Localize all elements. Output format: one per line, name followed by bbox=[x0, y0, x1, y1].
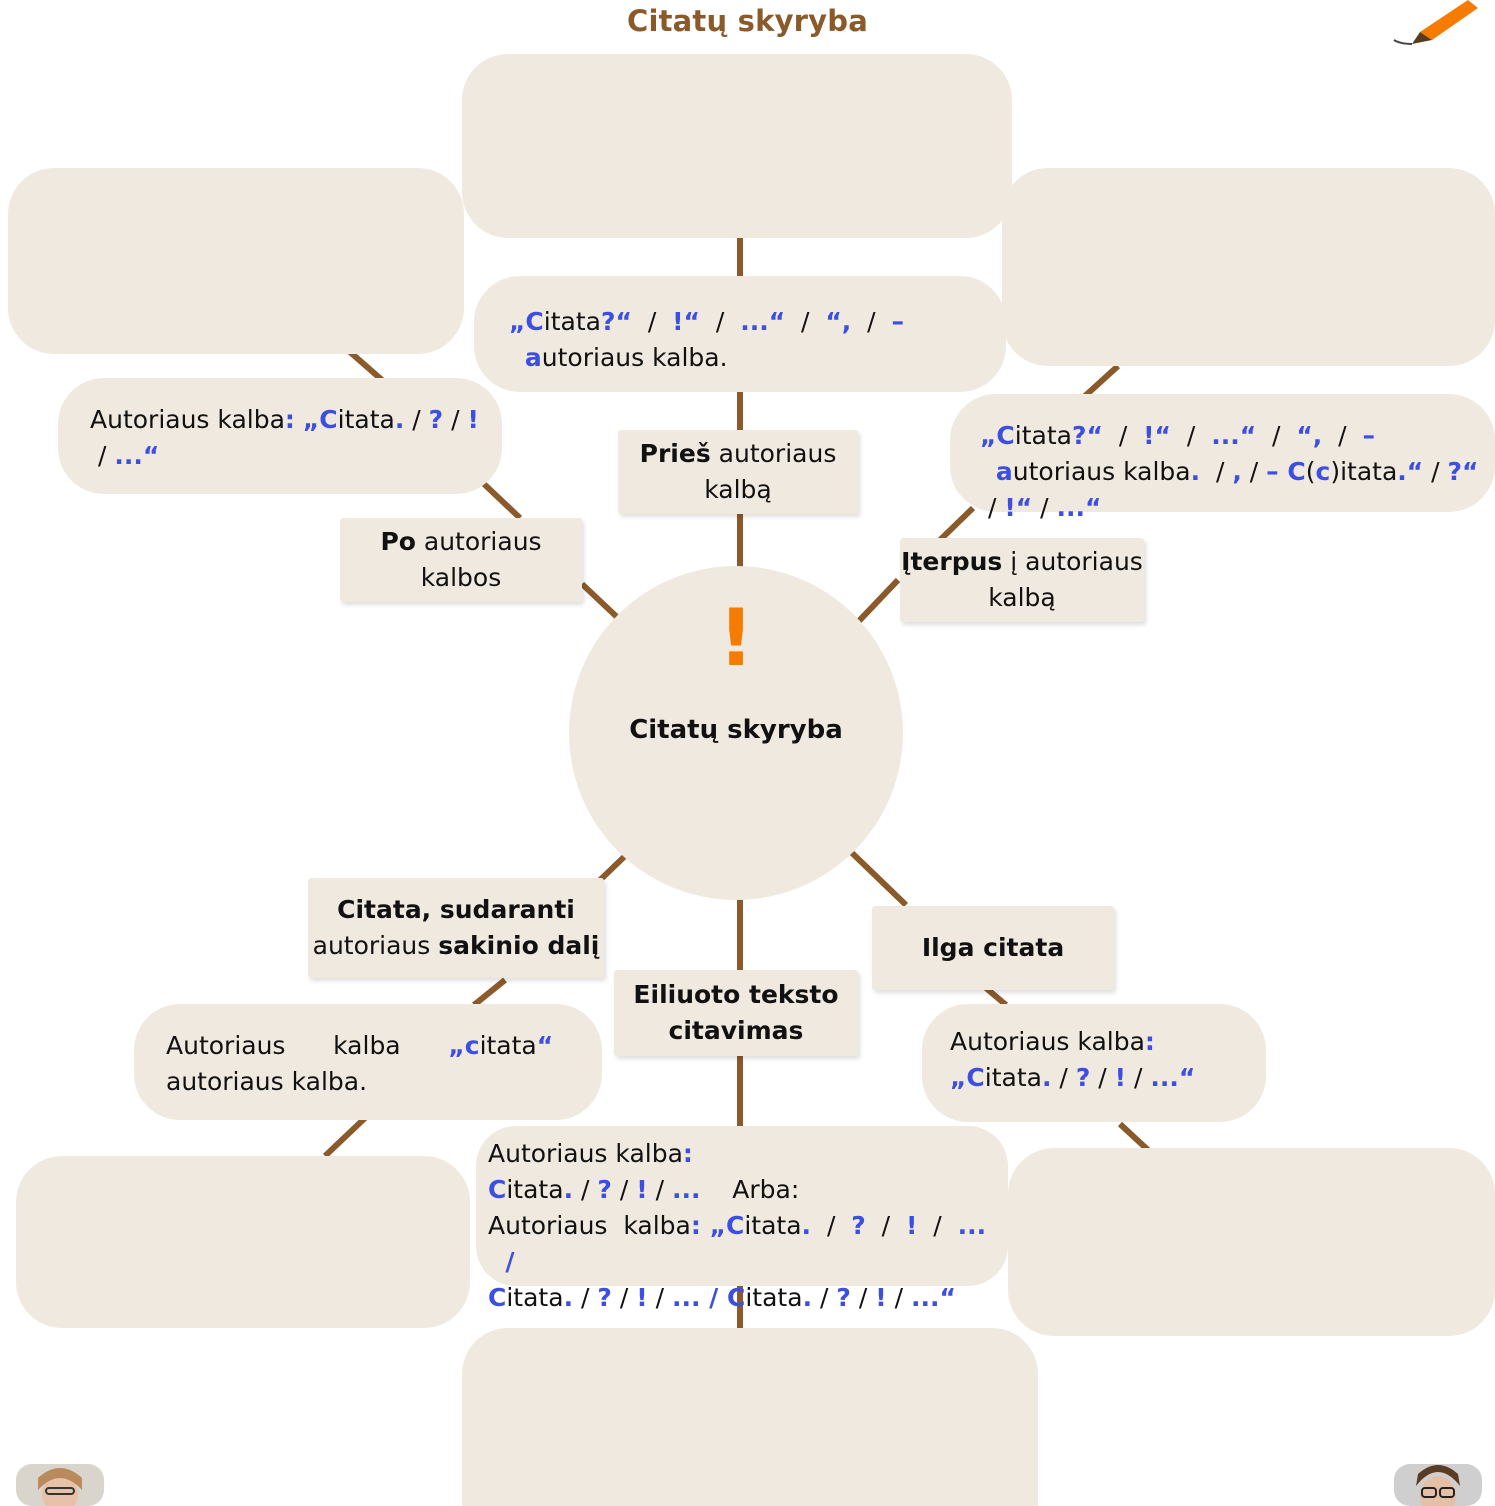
example-sudaranti: Autoriaus kalba „citata“ autoriaus kalba… bbox=[134, 1004, 602, 1120]
label-po: Po autoriaus kalbos bbox=[340, 518, 582, 602]
center-label: Citatų skyryba bbox=[629, 715, 843, 745]
connector-bottom-right-upper bbox=[848, 849, 909, 908]
example-iterpus: „Citata?“ / !“ / ...“ / “, / – autoriaus… bbox=[950, 394, 1495, 522]
connector-bottom-right-lower bbox=[1117, 1121, 1151, 1153]
connector-left-lower bbox=[579, 581, 621, 621]
example-po: Autoriaus kalba: „Citata. / ? / ! / ...“ bbox=[58, 378, 502, 494]
connector-bottom-left-upper bbox=[595, 853, 628, 885]
connector-bottom-right-middle bbox=[984, 985, 1008, 1008]
connector-right-middle bbox=[937, 505, 976, 543]
teacher-photo-right bbox=[1394, 1464, 1482, 1506]
answer-box-right-top[interactable] bbox=[1002, 168, 1495, 366]
center-node bbox=[569, 566, 903, 900]
pen-nib-icon bbox=[1393, 0, 1478, 45]
label-pries: Prieš autoriaus kalbą bbox=[618, 430, 858, 514]
label-ilga: Ilga citata bbox=[872, 906, 1114, 990]
answer-box-left-bottom[interactable] bbox=[16, 1156, 470, 1328]
connector-left-middle bbox=[481, 481, 523, 521]
connector-bottom-left-middle bbox=[472, 977, 507, 1008]
answer-box-top[interactable] bbox=[462, 54, 1012, 238]
example-eiliuoto: Autoriaus kalba: Citata. / ? / ! / ... A… bbox=[476, 1126, 1008, 1312]
connector-bottom-left-lower bbox=[322, 1115, 368, 1159]
connector-left-upper bbox=[348, 349, 384, 383]
answer-box-right-bottom[interactable] bbox=[1008, 1148, 1495, 1336]
connector-right-upper bbox=[1082, 363, 1121, 399]
teacher-photo-left bbox=[16, 1464, 104, 1506]
page-title: Citatų skyryba bbox=[626, 4, 869, 38]
label-iterpus: Įterpus į autoriaus kalbą bbox=[900, 538, 1144, 622]
example-ilga: Autoriaus kalba: „Citata. / ? / ! / ...“ bbox=[922, 1004, 1266, 1122]
label-eiliuoto: Eiliuoto teksto citavimas bbox=[614, 970, 858, 1056]
connector-right-lower bbox=[855, 577, 901, 625]
exclamation-icon: ! bbox=[718, 594, 754, 684]
answer-box-bottom[interactable] bbox=[462, 1328, 1038, 1506]
answer-box-left-top[interactable] bbox=[8, 168, 464, 354]
example-pries: „Citata?“ / !“ / ...“ / “, / – autoriaus… bbox=[474, 276, 1006, 392]
